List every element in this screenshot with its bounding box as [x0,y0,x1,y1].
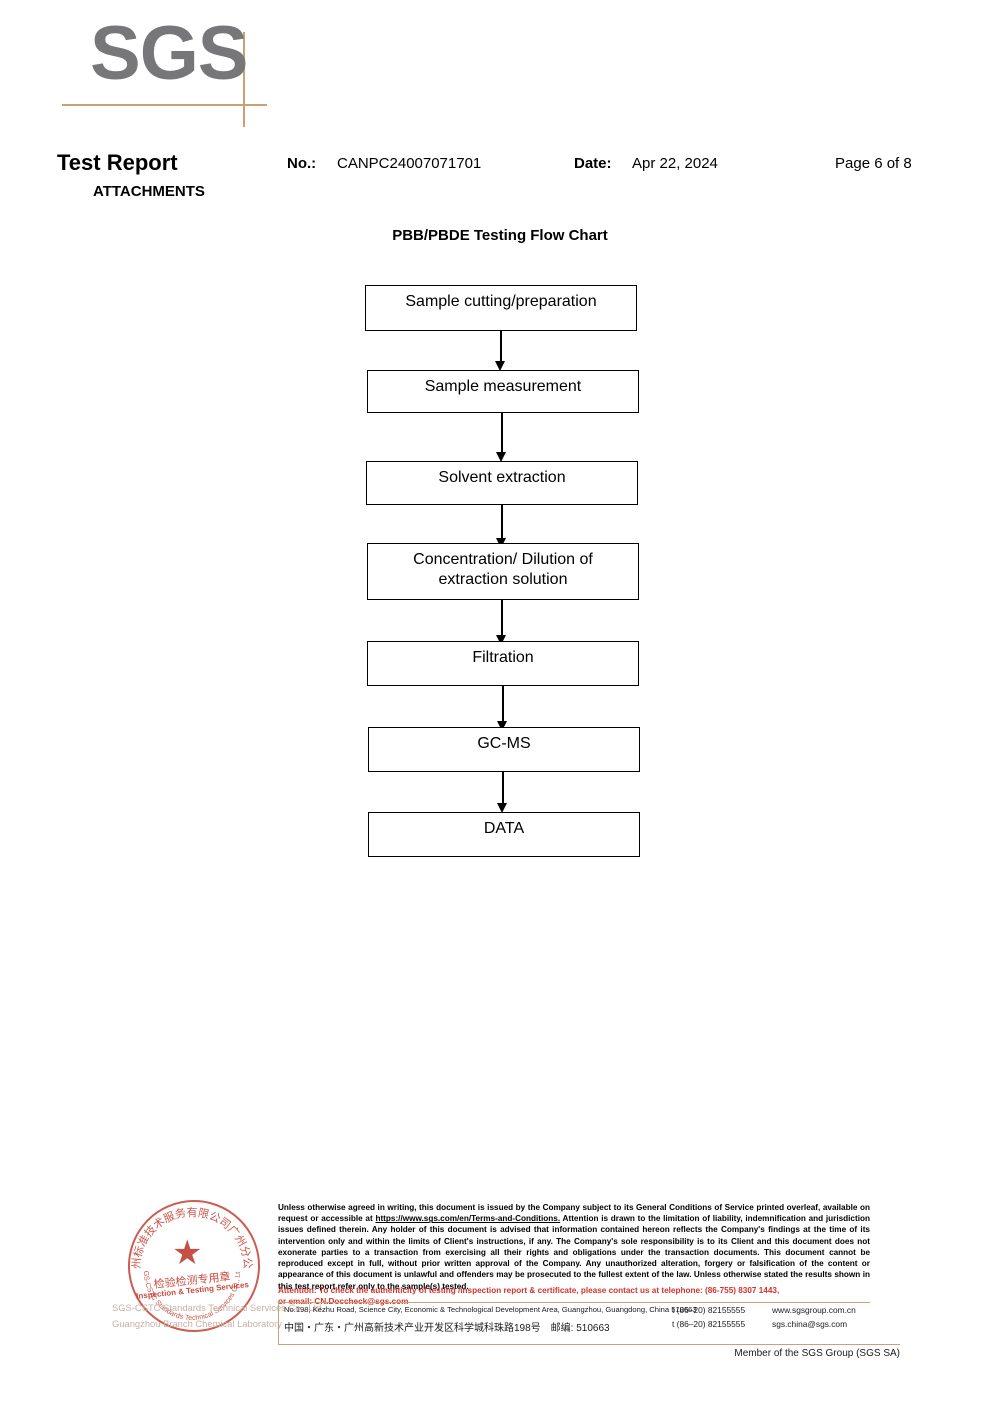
address-english: No.198, Kezhu Road, Science City, Econom… [284,1305,697,1314]
flow-node-sample-cutting: Sample cutting/preparation [365,285,637,331]
terms-and-conditions-link[interactable]: https://www.sgs.com/en/Terms-and-Conditi… [375,1214,561,1224]
flow-node-data: DATA [368,812,640,857]
flow-node-sample-measurement: Sample measurement [367,370,639,413]
stamp-arc-chinese: 广州标准技术服务有限公司广州分公司 [128,1200,254,1269]
flow-connector-6 [502,772,504,806]
flow-node-label: Filtration [472,649,534,666]
report-date-value: Apr 22, 2024 [632,155,718,172]
flow-connector-4 [501,600,503,638]
legal-disclaimer: Unless otherwise agreed in writing, this… [278,1202,870,1292]
group-membership-note: Member of the SGS Group (SGS SA) [734,1348,900,1359]
page-number: Page 6 of 8 [835,155,912,172]
flow-node-concentration-dilution: Concentration/ Dilution of extraction so… [367,543,639,600]
footer-divider-top [278,1302,870,1303]
legal-text-part2: Attention is drawn to the limitation of … [278,1214,870,1291]
legal-text-part1: Unless otherwise agreed in writing, this… [278,1203,870,1224]
telephone-2: t (86–20) 82155555 [672,1319,746,1329]
flow-arrowhead-6 [497,803,507,813]
flow-node-label-line1: Concentration/ Dilution of [413,551,593,568]
flow-connector-3 [501,505,503,541]
stamp-faded-line-1: SGS-CSTC Standards Technical Services Co… [112,1302,324,1313]
flow-node-gcms: GC-MS [368,727,640,772]
sgs-logo: SGS [62,16,282,127]
page-title: Test Report [57,150,178,175]
footer-divider-bottom [278,1344,900,1345]
report-no-value: CANPC24007071701 [337,155,482,172]
flowchart-title: PBB/PBDE Testing Flow Chart [392,227,608,244]
telephone-1: t (86–20) 82155555 [672,1305,746,1315]
flow-connector-2 [501,413,503,455]
flow-node-label: GC-MS [477,735,531,752]
report-date-label: Date: [574,155,612,172]
address-chinese: 中国・广东・广州高新技术产业开发区科学城科珠路198号 邮编: 510663 [284,1323,610,1334]
stamp-faded-line-2: Guangzhou Branch Chemical Laboratory [112,1318,282,1329]
stamp-arc-english: SGS-CSTC Standards Technical Services Co… [128,1200,242,1322]
report-no-label: No.: [287,155,317,172]
flow-arrowhead-4 [496,635,506,645]
flow-connector-5 [502,686,504,724]
email-address[interactable]: sgs.china@sgs.com [772,1319,848,1329]
attention-line-1: Attention: To check the authenticity of … [278,1286,780,1295]
flow-connector-1 [500,331,502,364]
flow-node-label: Solvent extraction [438,469,566,486]
report-header: Test Report ATTACHMENTS No.: CANPC240070… [0,150,1000,206]
flow-node-label-line2: extraction solution [438,571,568,588]
flow-arrowhead-3 [496,538,506,548]
flow-node-solvent-extraction: Solvent extraction [366,461,638,505]
page-subtitle: ATTACHMENTS [93,183,205,200]
logo-vertical-rule [243,32,245,127]
footer-divider-vertical [278,1302,279,1344]
flow-node-label: Sample cutting/preparation [405,293,597,310]
attention-line-2: or email: CN.Doccheck@sgs.com [278,1296,870,1307]
attention-notice: Attention: To check the authenticity of … [278,1285,870,1307]
website-url[interactable]: www.sgsgroup.com.cn [772,1305,856,1315]
flow-arrowhead-2 [496,452,506,462]
flow-node-filtration: Filtration [367,641,639,686]
inspection-stamp: 广州标准技术服务有限公司广州分公司 SGS-CSTC Standards Tec… [110,1192,324,1343]
flow-arrowhead-5 [497,721,507,731]
logo-horizontal-rule [62,104,267,106]
flow-node-label: Sample measurement [424,378,582,395]
logo-wordmark: SGS [90,11,248,96]
star-icon: ★ [172,1234,203,1272]
flow-node-label: DATA [483,820,525,837]
flow-arrowhead-1 [495,361,505,371]
